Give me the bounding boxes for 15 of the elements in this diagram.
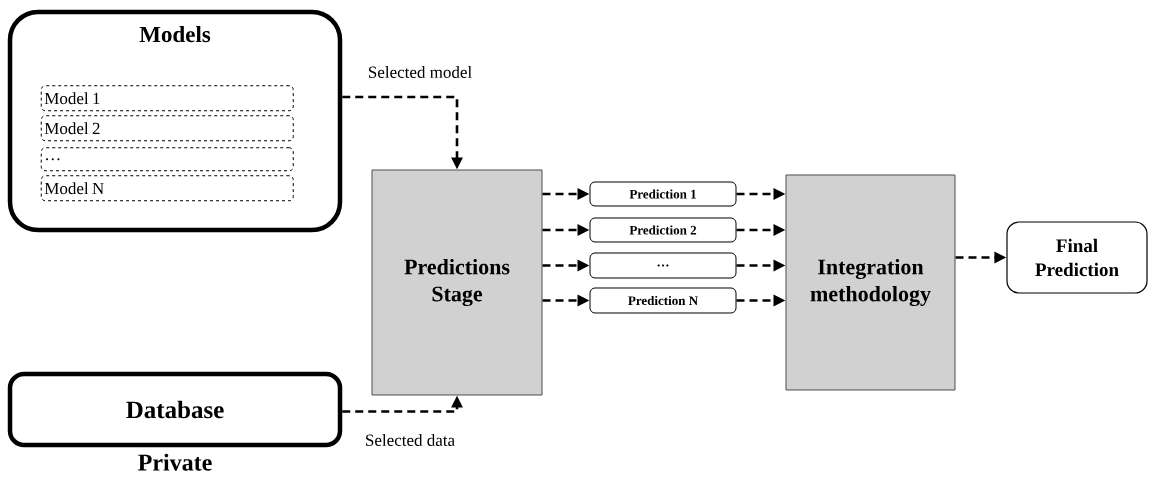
model-box: Model 2: [40, 115, 294, 142]
model-box: Model 1: [40, 85, 294, 112]
database-box: Database: [7, 371, 343, 448]
model-box: Model N: [40, 175, 294, 202]
process-box: Predictions Stage: [371, 169, 543, 396]
result-box: Final Prediction: [1006, 221, 1148, 294]
prediction-box: …: [589, 252, 737, 279]
prediction-box: Prediction 2: [589, 217, 737, 243]
prediction-box: Prediction N: [589, 287, 737, 314]
edge-label: Selected data: [366, 434, 455, 446]
prediction-box: Prediction 1: [589, 181, 737, 207]
edge-label: Selected model: [369, 66, 472, 78]
node-caption: Private: [138, 453, 212, 471]
process-box: Integration methodology: [785, 174, 956, 391]
model-box: …: [40, 147, 294, 172]
